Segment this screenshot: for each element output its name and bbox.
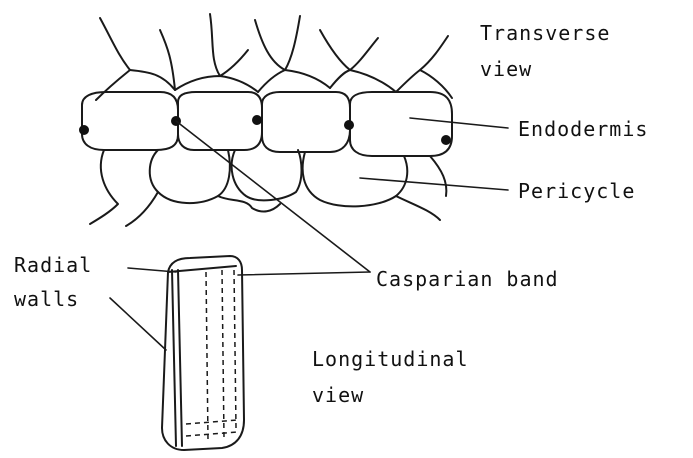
pericycle-cells [90,150,446,226]
upper-cells [96,14,452,100]
label-radial: Radial [14,252,92,278]
casparian-dot-1 [79,125,89,135]
pericycle-cell-3 [303,152,408,206]
leader-radial-2 [110,298,166,350]
label-endodermis: Endodermis [518,116,648,142]
casparian-dot-3 [252,115,262,125]
label-transverse: Transverse [480,20,610,46]
label-longitudinal: Longitudinal [312,346,469,372]
leader-casparian-1 [176,121,370,272]
endodermis-cell-4 [350,92,452,156]
label-walls: walls [14,286,79,312]
pericycle-cell-2 [232,150,302,200]
casparian-dot-5 [441,135,451,145]
label-casparian-band: Casparian band [376,266,559,292]
casparian-dot-4 [344,120,354,130]
leader-casparian-2 [238,272,370,275]
label-pericycle: Pericycle [518,178,635,204]
endodermis-cell-2 [178,92,262,150]
label-transverse-view: view [480,56,532,82]
endodermis-cells [79,92,452,156]
label-longitudinal-view: view [312,382,364,408]
leader-pericycle [360,178,508,190]
endodermis-cell-3 [262,92,350,152]
leader-endodermis [410,118,508,128]
longitudinal-cell [162,256,244,450]
